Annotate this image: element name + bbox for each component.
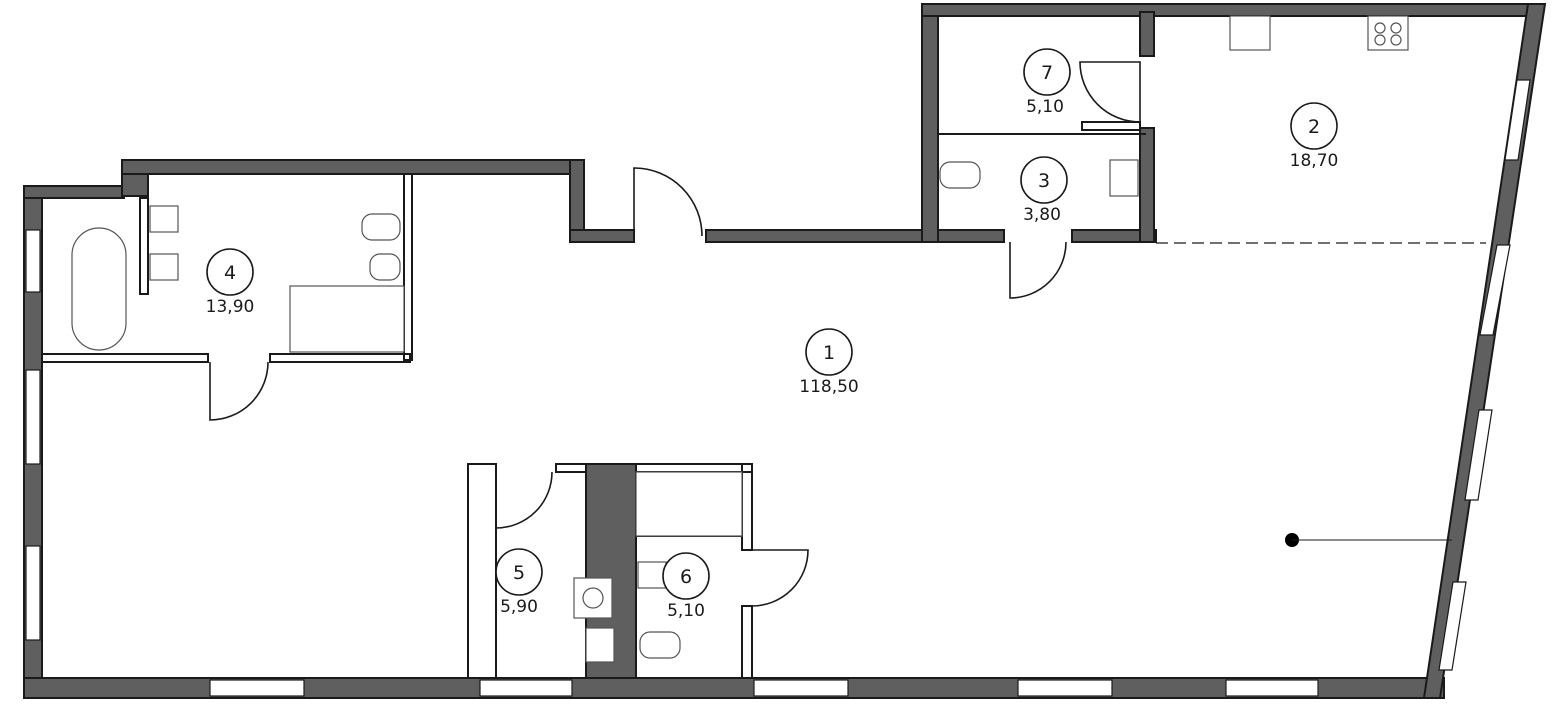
sink-kitchen <box>1229 15 1271 51</box>
room-label-4: 4 13,90 <box>206 248 255 317</box>
fixtures <box>71 15 1409 663</box>
sink-3 <box>1109 159 1139 197</box>
bathtub <box>71 227 127 351</box>
windows <box>25 79 1531 697</box>
svg-text:3: 3 <box>1038 170 1050 192</box>
toilet-4 <box>361 213 401 241</box>
svg-text:2: 2 <box>1308 116 1320 138</box>
svg-text:3,80: 3,80 <box>1023 205 1061 225</box>
svg-text:7: 7 <box>1041 62 1053 84</box>
room-label-1: 1 118,50 <box>799 328 859 397</box>
svg-text:118,50: 118,50 <box>799 377 858 397</box>
room-label-7: 7 5,10 <box>1023 48 1071 117</box>
sink-4a <box>149 205 179 233</box>
shower-4 <box>289 285 405 353</box>
sink-5 <box>585 627 615 663</box>
svg-text:5,90: 5,90 <box>500 597 538 617</box>
room-label-5: 5 5,90 <box>495 548 543 617</box>
svg-text:6: 6 <box>680 566 692 588</box>
svg-text:5: 5 <box>513 562 525 584</box>
svg-text:1: 1 <box>823 342 835 364</box>
stove <box>1367 15 1409 51</box>
doors <box>209 61 1141 607</box>
room-label-6: 6 5,10 <box>662 552 710 621</box>
toilet-6 <box>639 631 681 659</box>
svg-text:5,10: 5,10 <box>667 601 705 621</box>
room-label-3: 3 3,80 <box>1020 156 1068 225</box>
shower-6 <box>635 471 743 537</box>
marker <box>1285 533 1452 547</box>
svg-text:18,70: 18,70 <box>1290 151 1339 171</box>
svg-text:5,10: 5,10 <box>1026 97 1064 117</box>
svg-text:4: 4 <box>224 262 236 284</box>
svg-text:13,90: 13,90 <box>206 297 255 317</box>
sink-6 <box>637 561 667 589</box>
sink-4b <box>149 253 179 281</box>
room-label-2: 2 18,70 <box>1290 102 1339 171</box>
toilet-3 <box>939 161 981 189</box>
bidet-4 <box>369 253 401 281</box>
